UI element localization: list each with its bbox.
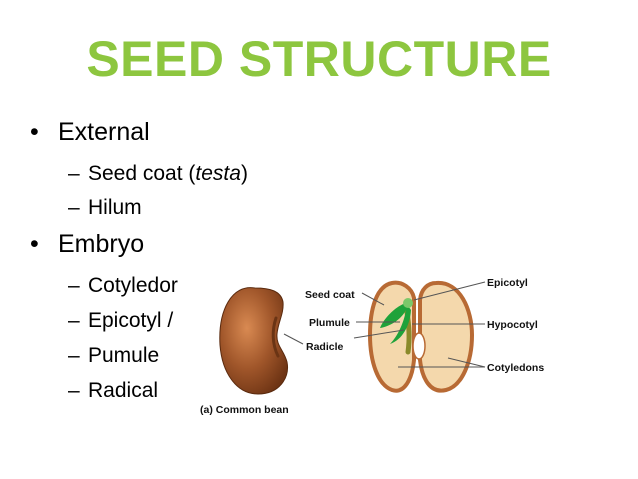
leader-lines (283, 281, 486, 368)
plumule (380, 303, 411, 344)
bullet-text: Embryo (58, 230, 145, 258)
dash-glyph: – (68, 379, 80, 402)
bullet-external: • External (30, 118, 150, 147)
bean-hilum (271, 316, 280, 358)
dash-glyph: – (68, 196, 80, 219)
sub-bullet-text: Radical (88, 379, 159, 402)
common-bean (219, 287, 288, 395)
label-plumule: Plumule (309, 317, 350, 329)
sub-bullet-pumule: –Pumule (68, 344, 159, 368)
slide-title: SEED STRUCTURE (86, 31, 552, 87)
bullet-embryo: • Embryo (30, 230, 144, 259)
epicotyl (403, 298, 413, 308)
dash-glyph: – (68, 344, 80, 367)
dash-glyph: – (68, 162, 80, 185)
bullet-glyph: • (30, 230, 39, 258)
label-radicle: Radicle (306, 341, 344, 353)
sub-bullet-text: Hilum (88, 196, 142, 219)
bullet-glyph: • (30, 118, 39, 146)
sub-bullet-seed-coat: –Seed coat (testa) (68, 162, 248, 186)
sub-bullet-text: Epicotyl / (88, 309, 174, 332)
figure-caption: (a) Common bean (200, 404, 289, 416)
sub-bullet-epicotyl: –Epicotyl / (68, 309, 173, 333)
dash-glyph: – (68, 309, 80, 332)
hilum-gap (412, 332, 426, 360)
dash-glyph: – (68, 274, 80, 297)
label-hypocotyl: Hypocotyl (487, 319, 538, 331)
label-cotyledons: Cotyledons (487, 362, 544, 374)
sub-bullet-text: Cotyledor (88, 274, 178, 297)
bullet-text: External (58, 118, 150, 146)
sub-bullet-text-end: ) (240, 162, 248, 185)
sub-bullet-radical: –Radical (68, 379, 158, 403)
sub-bullet-italic: testa (195, 162, 241, 185)
label-epicotyl: Epicotyl (487, 277, 528, 289)
sub-bullet-hilum: –Hilum (68, 196, 142, 220)
sub-bullet-cotyledon: –Cotyledor (68, 274, 178, 298)
sub-bullet-text: Seed coat ( (88, 162, 196, 185)
label-seed-coat: Seed coat (305, 289, 355, 301)
cotyledon-right (418, 280, 475, 393)
sub-bullet-text: Pumule (88, 344, 160, 367)
